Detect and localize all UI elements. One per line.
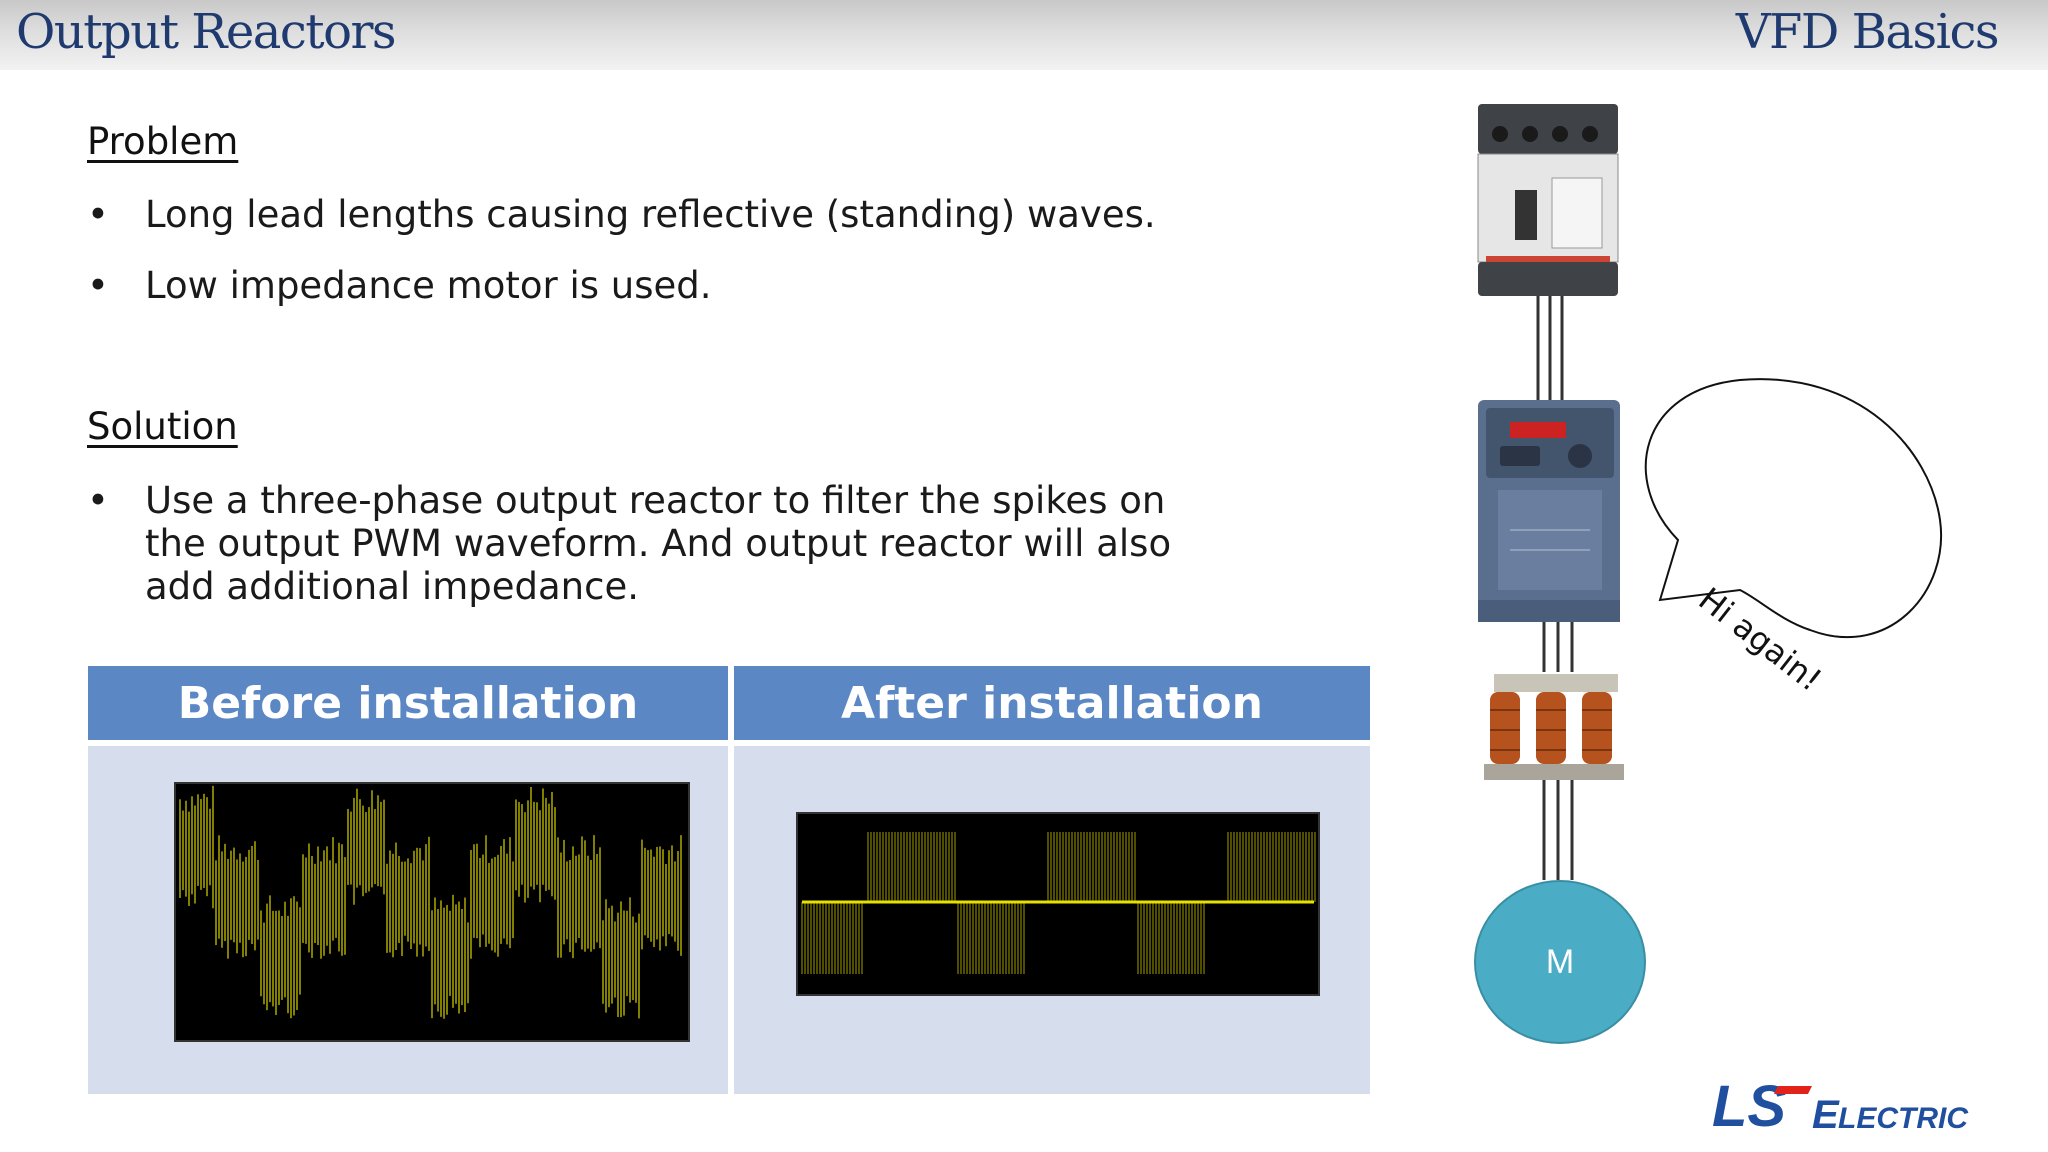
title-bar: Output Reactors VFD Basics	[0, 0, 2048, 70]
wires-2	[1542, 622, 1574, 672]
circuit-breaker-icon	[1477, 104, 1619, 296]
output-reactor-icon	[1484, 674, 1624, 780]
wires-1	[1536, 296, 1564, 400]
solution-bullet-1: Use a three-phase output reactor to filt…	[87, 479, 1227, 608]
wires-3	[1542, 780, 1574, 880]
slide-title: Output Reactors	[16, 4, 397, 60]
before-installation-header: Before installation	[88, 666, 728, 740]
svg-text:LS: LS	[1712, 1076, 1786, 1138]
after-waveform-image	[796, 812, 1320, 996]
problem-bullet-1: Long lead lengths causing reflective (st…	[87, 193, 1187, 236]
solution-list: Use a three-phase output reactor to filt…	[87, 479, 1227, 608]
filtered-pwm-waveform	[801, 832, 1316, 974]
comparison-table: Before installation After installation	[88, 666, 1370, 1094]
solution-heading: Solution	[87, 405, 238, 448]
ls-electric-logo: LS E LECTRIC	[1712, 1076, 1969, 1138]
system-diagram	[1477, 104, 1943, 880]
after-installation-cell	[734, 746, 1370, 1094]
noisy-pwm-waveform	[179, 785, 682, 1019]
section-title: VFD Basics	[1735, 4, 2000, 60]
after-installation-header: After installation	[734, 666, 1370, 740]
motor-label: M	[1545, 942, 1575, 981]
speech-bubble-icon	[1644, 378, 1943, 638]
problem-heading: Problem	[87, 120, 239, 163]
svg-text:LECTRIC: LECTRIC	[1838, 1102, 1969, 1135]
svg-text:E: E	[1812, 1093, 1840, 1137]
vfd-drive-icon	[1478, 400, 1620, 622]
motor-circle: M	[1474, 880, 1646, 1044]
problem-list: Long lead lengths causing reflective (st…	[87, 193, 1187, 307]
before-installation-cell	[88, 746, 728, 1094]
problem-bullet-2: Low impedance motor is used.	[87, 264, 1187, 307]
before-waveform-image	[174, 782, 690, 1042]
